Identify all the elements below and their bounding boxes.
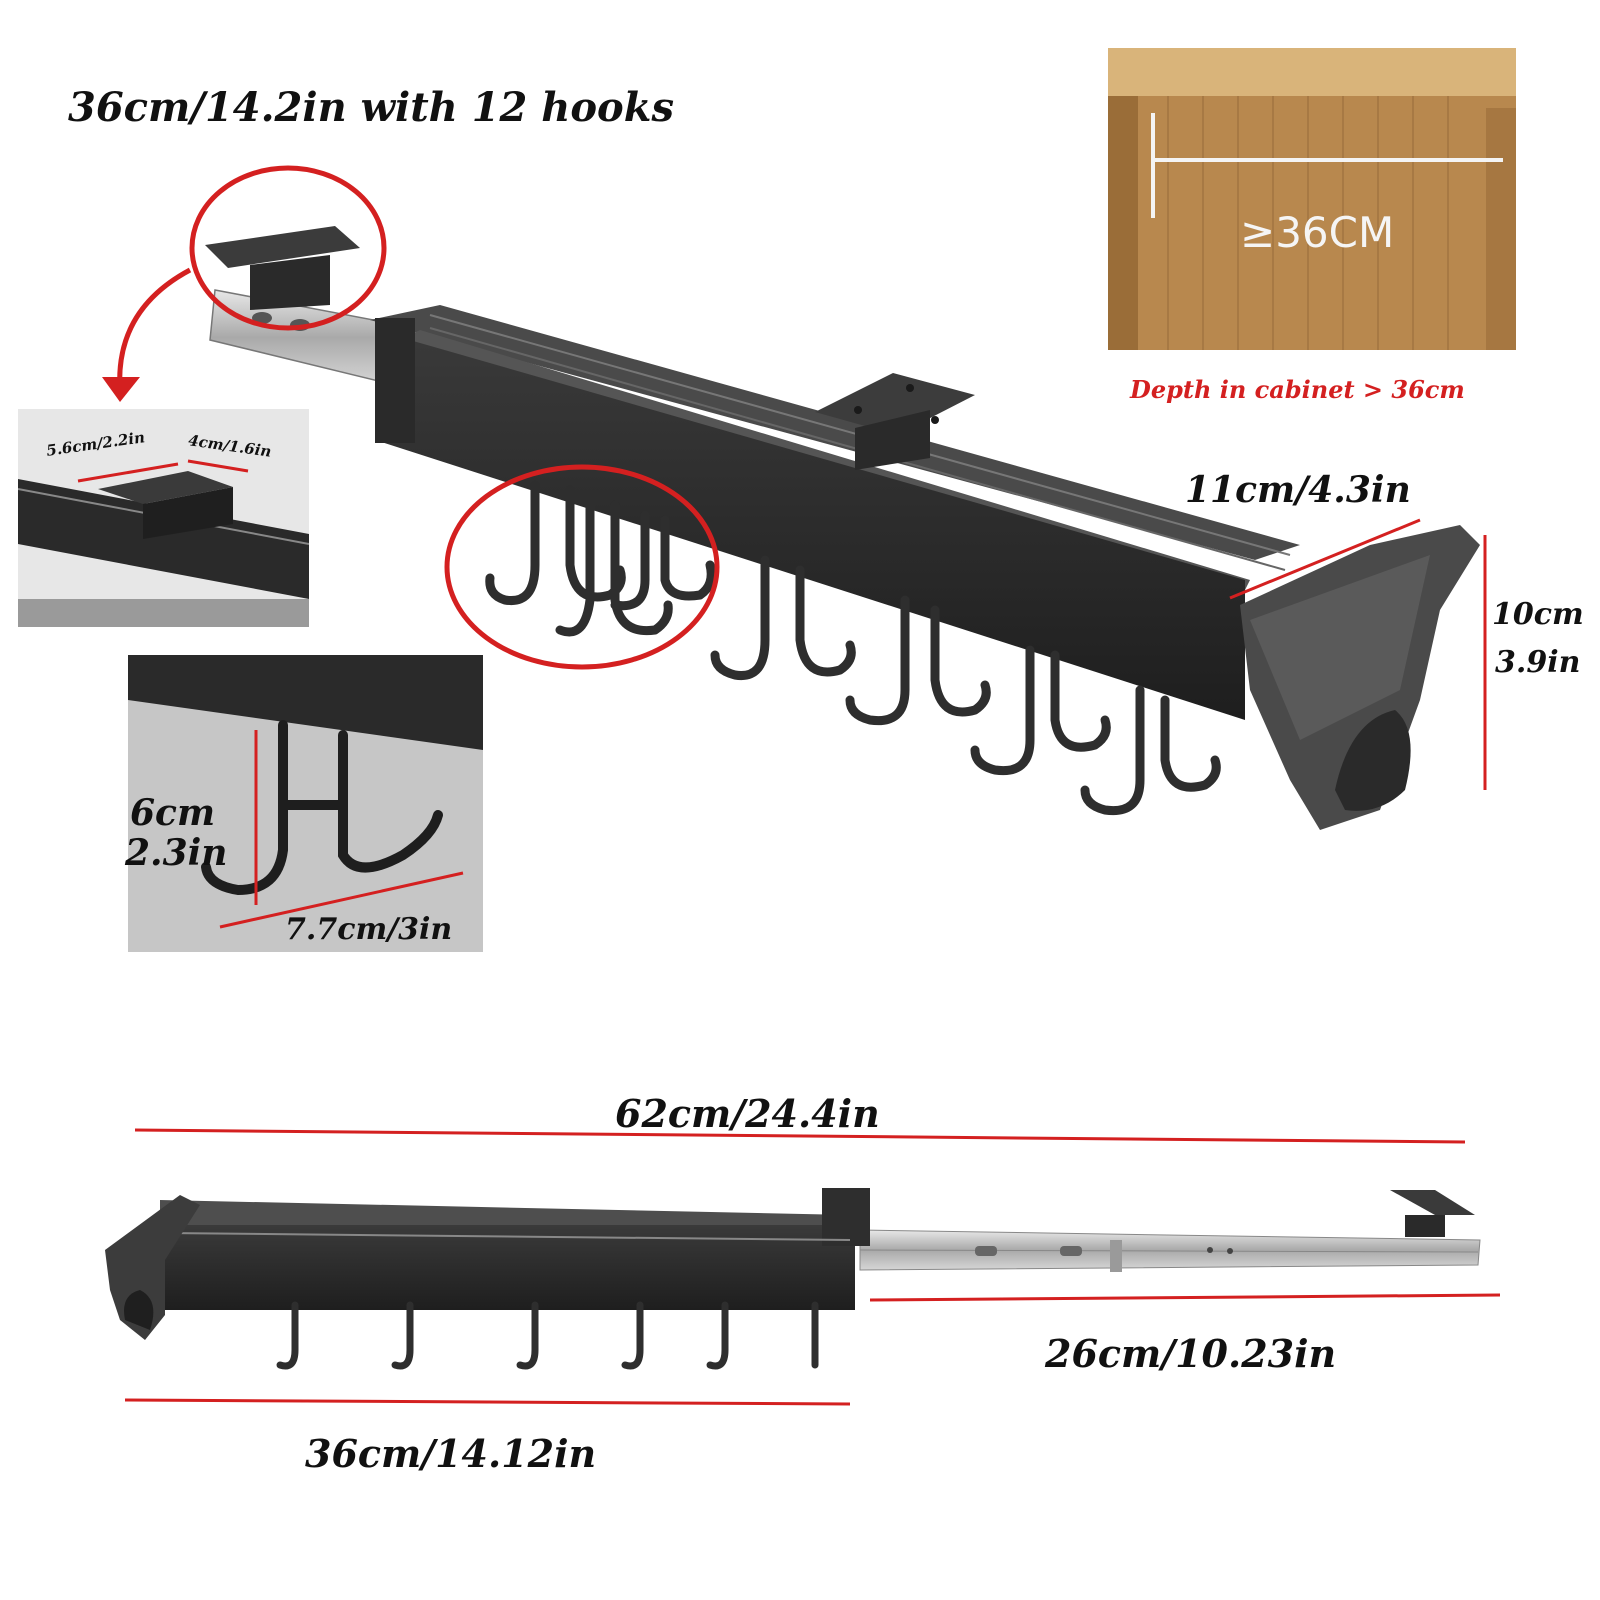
hook-detail-inset xyxy=(128,655,483,952)
hook-height-cm: 6cm xyxy=(130,792,216,834)
bottom-slide-rail xyxy=(859,1229,1481,1272)
top-end-cap xyxy=(1240,525,1480,830)
end-cap-width-label: 11cm/4.3in xyxy=(1185,469,1411,511)
bottom-dimension-lines xyxy=(124,1128,1501,1406)
bottom-end-cap xyxy=(105,1195,200,1340)
extended-total-label: 62cm/24.4in xyxy=(615,1091,880,1136)
top-middle-mount-plate xyxy=(815,373,975,470)
hook-drawing xyxy=(128,655,483,929)
extended-body-label: 36cm/14.12in xyxy=(305,1431,597,1476)
top-rear-mount-plate xyxy=(205,226,360,310)
end-cap-height-in: 3.9in xyxy=(1495,645,1581,680)
top-title: 36cm/14.2in with 12 hooks xyxy=(68,84,674,131)
top-rack-body xyxy=(370,305,1300,720)
extended-rail-label: 26cm/10.23in xyxy=(1045,1331,1337,1376)
bottom-hooks xyxy=(276,1301,819,1370)
cabinet-depth-mark: ≥36CM xyxy=(1240,208,1395,257)
bottom-rack-body xyxy=(160,1188,870,1310)
cabinet-caption: Depth in cabinet > 36cm xyxy=(1130,375,1465,404)
dimension-lines-top xyxy=(1229,518,1487,790)
highlight-circles xyxy=(102,165,720,670)
hook-height-in: 2.3in xyxy=(125,832,228,874)
top-hooks xyxy=(485,480,1221,816)
mount-plate-drawing xyxy=(18,459,309,627)
wood-texture xyxy=(1108,48,1516,350)
bottom-far-mount-plate xyxy=(1390,1190,1475,1237)
end-cap-height-cm: 10cm xyxy=(1492,597,1584,632)
cabinet-depth-inset: ≥36CM xyxy=(1108,48,1516,350)
mount-plate-inset: 5.6cm/2.2in 4cm/1.6in xyxy=(18,409,309,627)
hook-width-label: 7.7cm/3in xyxy=(285,912,453,947)
